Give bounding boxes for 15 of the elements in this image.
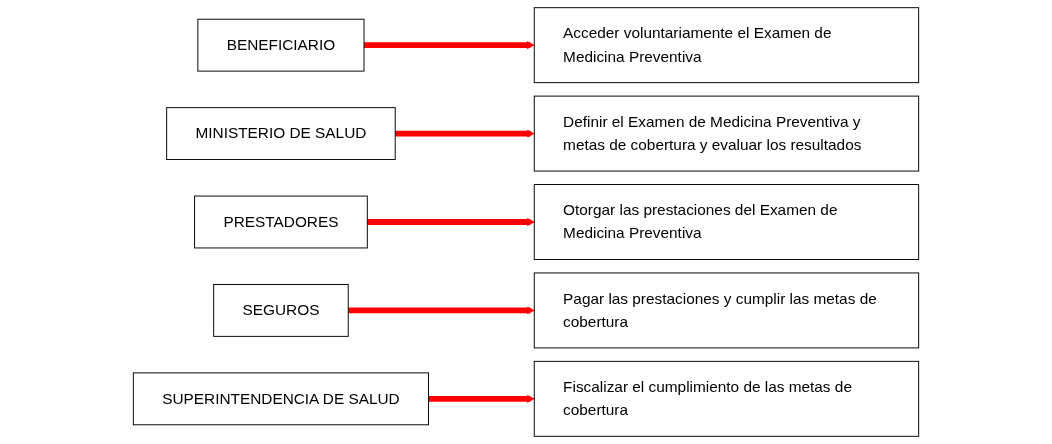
node-box: SUPERINTENDENCIA DE SALUD (132, 372, 430, 426)
node-box: Definir el Examen de Medicina Preventiva y metas de cobertura y evaluar los resultados (533, 95, 920, 172)
node-box: Fiscalizar el cumplimiento de las metas de cobertura (533, 360, 920, 437)
arrow (367, 217, 535, 227)
node-box: Otorgar las prestaciones del Examen de Medicina Preventiva (533, 184, 920, 260)
arrow (364, 40, 535, 50)
node-box: Pagar las prestaciones y cumplir las metas de cobertura (533, 272, 920, 349)
node-box: SEGUROS (213, 284, 349, 337)
arrow (395, 129, 535, 138)
node-box: MINISTERIO DE SALUD (166, 107, 396, 160)
arrow (348, 306, 535, 315)
node-box: PRESTADORES (194, 195, 368, 249)
node-box: BENEFICIARIO (197, 18, 365, 72)
arrow (428, 394, 535, 404)
node-box: Acceder voluntariamente el Examen de Medicina Preventiva (533, 7, 920, 84)
